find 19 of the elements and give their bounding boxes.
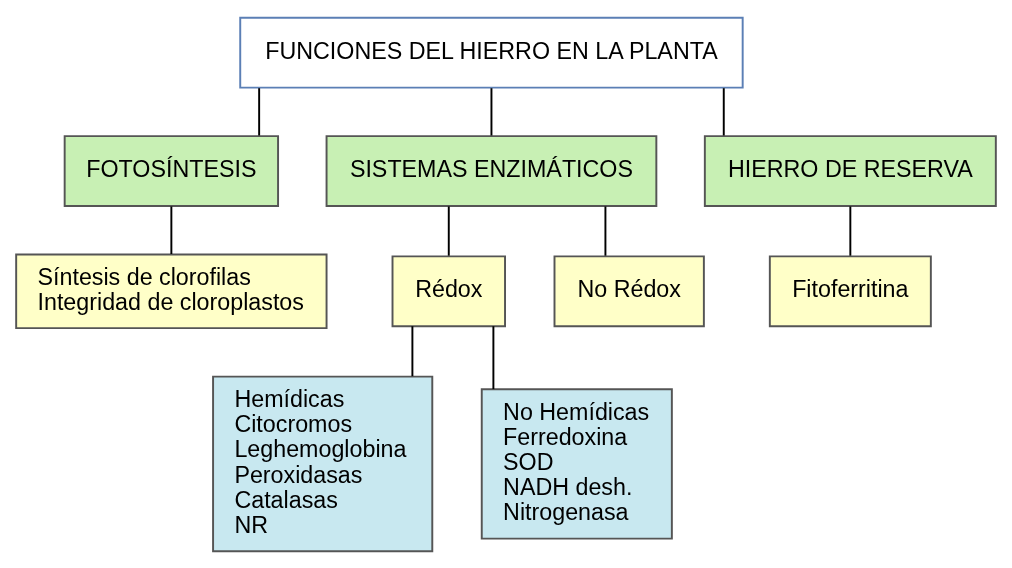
connector bbox=[447, 205, 450, 257]
connector bbox=[849, 205, 852, 257]
node-box: Síntesis de clorofilas Integridad de cloroplastos bbox=[15, 252, 328, 329]
node-box: Fitoferritina bbox=[768, 254, 932, 327]
connector bbox=[604, 205, 607, 257]
connector bbox=[411, 324, 414, 377]
node-box: HIERRO DE RESERVA bbox=[703, 134, 997, 207]
connector bbox=[492, 324, 495, 390]
connector bbox=[490, 86, 493, 136]
connector bbox=[722, 86, 725, 136]
node-box: Hemídicas Citocromos Leghemoglobina Peroxidasas Catalasas NR bbox=[212, 375, 434, 552]
node-box: No Rédox bbox=[553, 254, 705, 327]
node-box: FUNCIONES DEL HIERRO EN LA PLANTA bbox=[239, 16, 744, 89]
node-box: FOTOSÍNTESIS bbox=[63, 134, 280, 207]
connector bbox=[170, 205, 173, 255]
node-box: SISTEMAS ENZIMÁTICOS bbox=[325, 134, 658, 207]
node-box: No Hemídicas Ferredoxina SOD NADH desh. Nitrogenasa bbox=[480, 387, 673, 540]
connector bbox=[258, 86, 261, 136]
node-box: Rédox bbox=[391, 254, 506, 327]
